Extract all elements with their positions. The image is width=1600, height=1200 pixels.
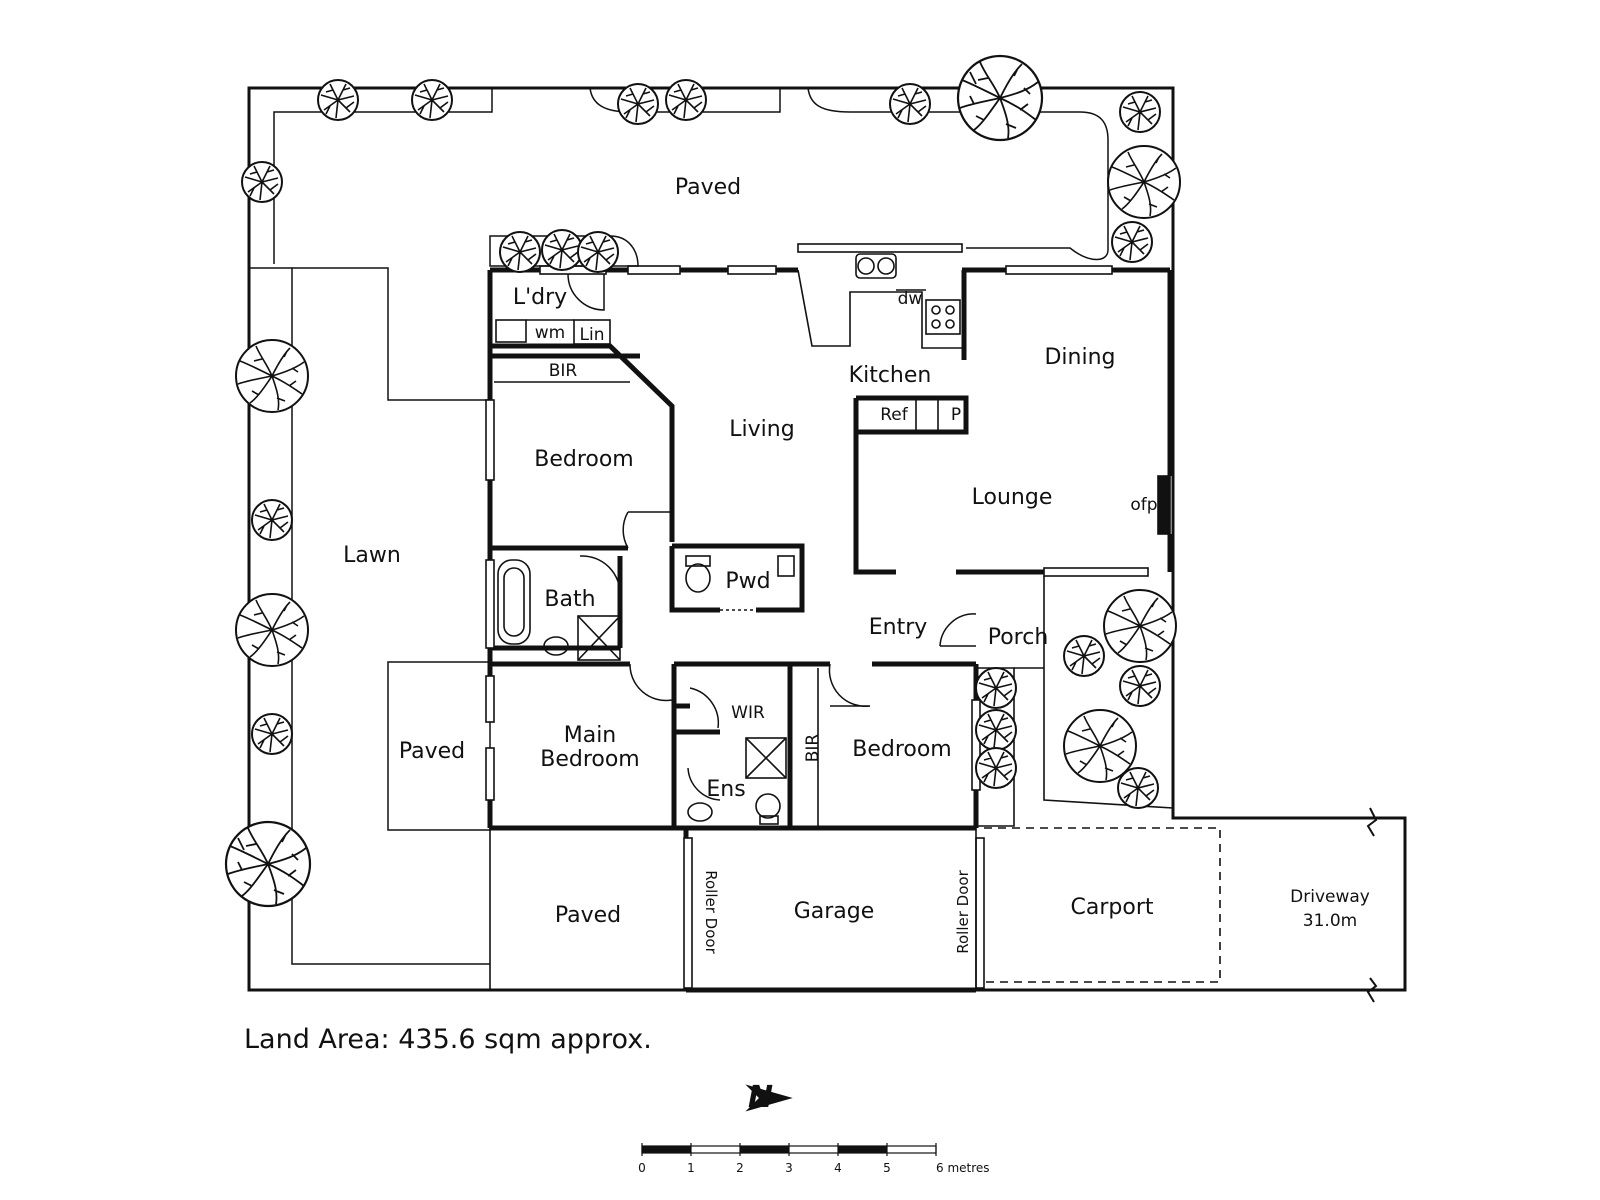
pantry-label: P bbox=[951, 405, 961, 425]
powder-room-label: Pwd bbox=[725, 569, 770, 594]
porch-label: Porch bbox=[988, 625, 1049, 650]
kitchen-label: Kitchen bbox=[849, 363, 932, 388]
fridge-label: Ref bbox=[880, 405, 909, 425]
lounge-label: Lounge bbox=[972, 485, 1053, 510]
washing-machine-label: wm bbox=[535, 323, 565, 343]
fireplace-label: ofp bbox=[1130, 495, 1157, 515]
driveway-label-line1: Driveway bbox=[1290, 887, 1370, 907]
bath-label: Bath bbox=[544, 587, 595, 612]
living-label: Living bbox=[729, 417, 794, 442]
ensuite-label: Ens bbox=[706, 777, 745, 802]
scale-tick-4: 4 bbox=[834, 1161, 842, 1175]
linen-label: Lin bbox=[580, 325, 605, 345]
main-bedroom-label-line2: Bedroom bbox=[540, 747, 640, 772]
scale-tick-5: 5 bbox=[883, 1161, 891, 1175]
bedroom-1-label: Bedroom bbox=[534, 447, 634, 472]
dining-label: Dining bbox=[1044, 345, 1115, 370]
land-area-text: Land Area: 435.6 sqm approx. bbox=[244, 1024, 652, 1055]
entry-label: Entry bbox=[869, 615, 928, 640]
carport-label: Carport bbox=[1071, 895, 1154, 920]
scale-tick-0: 0 bbox=[638, 1161, 646, 1175]
roller-door-1-label: Roller Door bbox=[702, 870, 720, 954]
scale-tick-6: 6 metres bbox=[936, 1161, 990, 1175]
bedroom-2-label: Bedroom bbox=[852, 737, 952, 762]
wir-label: WIR bbox=[731, 703, 765, 723]
paved-left-label: Paved bbox=[399, 739, 465, 764]
roller-door-2-label: Roller Door bbox=[954, 869, 972, 953]
north-label: N bbox=[748, 1080, 774, 1115]
scale-tick-1: 1 bbox=[687, 1161, 695, 1175]
north-arrow-icon bbox=[745, 1084, 793, 1112]
laundry-label: L'dry bbox=[513, 285, 567, 310]
bir-top-label: BIR bbox=[549, 361, 578, 381]
paved-bottom-label: Paved bbox=[555, 903, 621, 928]
paved-top-label: Paved bbox=[675, 175, 741, 200]
main-bedroom-label-line1: Main bbox=[564, 723, 617, 748]
scale-tick-3: 3 bbox=[785, 1161, 793, 1175]
scale-bar: 0 1 2 3 4 5 6 metres bbox=[638, 1143, 990, 1175]
lawn-label: Lawn bbox=[343, 543, 401, 568]
driveway-label-line2: 31.0m bbox=[1303, 911, 1357, 931]
dishwasher-label: dw bbox=[898, 289, 923, 309]
garage-label: Garage bbox=[794, 899, 875, 924]
scale-tick-2: 2 bbox=[736, 1161, 744, 1175]
bir-side-label: BIR bbox=[803, 734, 823, 763]
